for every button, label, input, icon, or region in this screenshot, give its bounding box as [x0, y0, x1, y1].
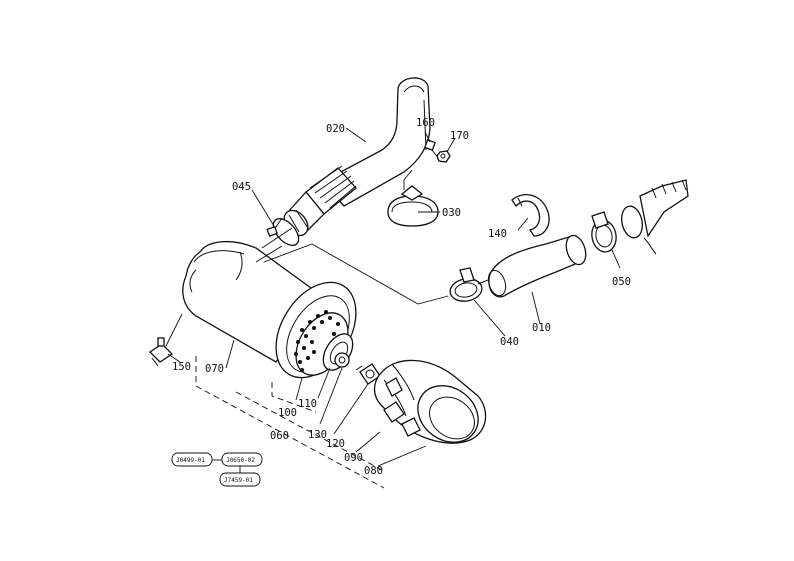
part-030-band-clamp[interactable] — [387, 169, 439, 227]
callout-labels: 020 160 170 030 045 140 040 010 050 070 … — [172, 117, 631, 477]
callout-080: 080 — [364, 465, 383, 477]
grouping-dashed-lines — [195, 356, 385, 489]
part-140-spring-clip[interactable] — [511, 194, 550, 237]
callout-110: 110 — [298, 398, 317, 410]
callout-060: 060 — [270, 430, 289, 442]
callout-120: 120 — [326, 438, 345, 450]
callout-045: 045 — [232, 181, 251, 193]
callout-010: 010 — [532, 322, 551, 334]
part-080-cover[interactable] — [373, 359, 490, 453]
part-020-intake-pipe[interactable] — [279, 77, 431, 240]
callout-140: 140 — [488, 228, 507, 240]
assembly-leaders — [165, 243, 449, 347]
part-090-clip[interactable] — [383, 377, 421, 437]
callout-070: 070 — [205, 363, 224, 375]
reference-box-2 — [221, 452, 263, 467]
callout-leaders — [167, 127, 621, 467]
part-150-dust-indicator[interactable] — [148, 337, 174, 367]
reference-code-1: J0499-01 — [176, 457, 205, 464]
reference-box-1 — [171, 452, 213, 467]
part-050-hose-clamp[interactable] — [589, 211, 618, 254]
callout-030: 030 — [442, 207, 461, 219]
callout-170: 170 — [450, 130, 469, 142]
callout-130: 130 — [308, 429, 327, 441]
reference-code-3: J7459-01 — [224, 477, 253, 484]
engine-intake-flange — [621, 179, 689, 255]
callout-050: 050 — [612, 276, 631, 288]
callout-040: 040 — [500, 336, 519, 348]
callout-150: 150 — [172, 361, 191, 373]
callout-020: 020 — [326, 123, 345, 135]
callout-160: 160 — [416, 117, 435, 129]
part-170-nut[interactable] — [436, 150, 451, 163]
reference-codes: J0499-01 J0650-02 J7459-01 — [171, 452, 263, 487]
reference-box-3 — [219, 472, 261, 487]
part-010-rubber-hose[interactable] — [485, 233, 589, 298]
part-040-hose-clamp[interactable] — [448, 267, 489, 304]
part-130-wing-nut[interactable] — [334, 352, 350, 368]
callout-090: 090 — [344, 452, 363, 464]
perforations — [294, 310, 340, 372]
callout-100: 100 — [278, 407, 297, 419]
reference-code-2: J0650-02 — [226, 457, 255, 464]
